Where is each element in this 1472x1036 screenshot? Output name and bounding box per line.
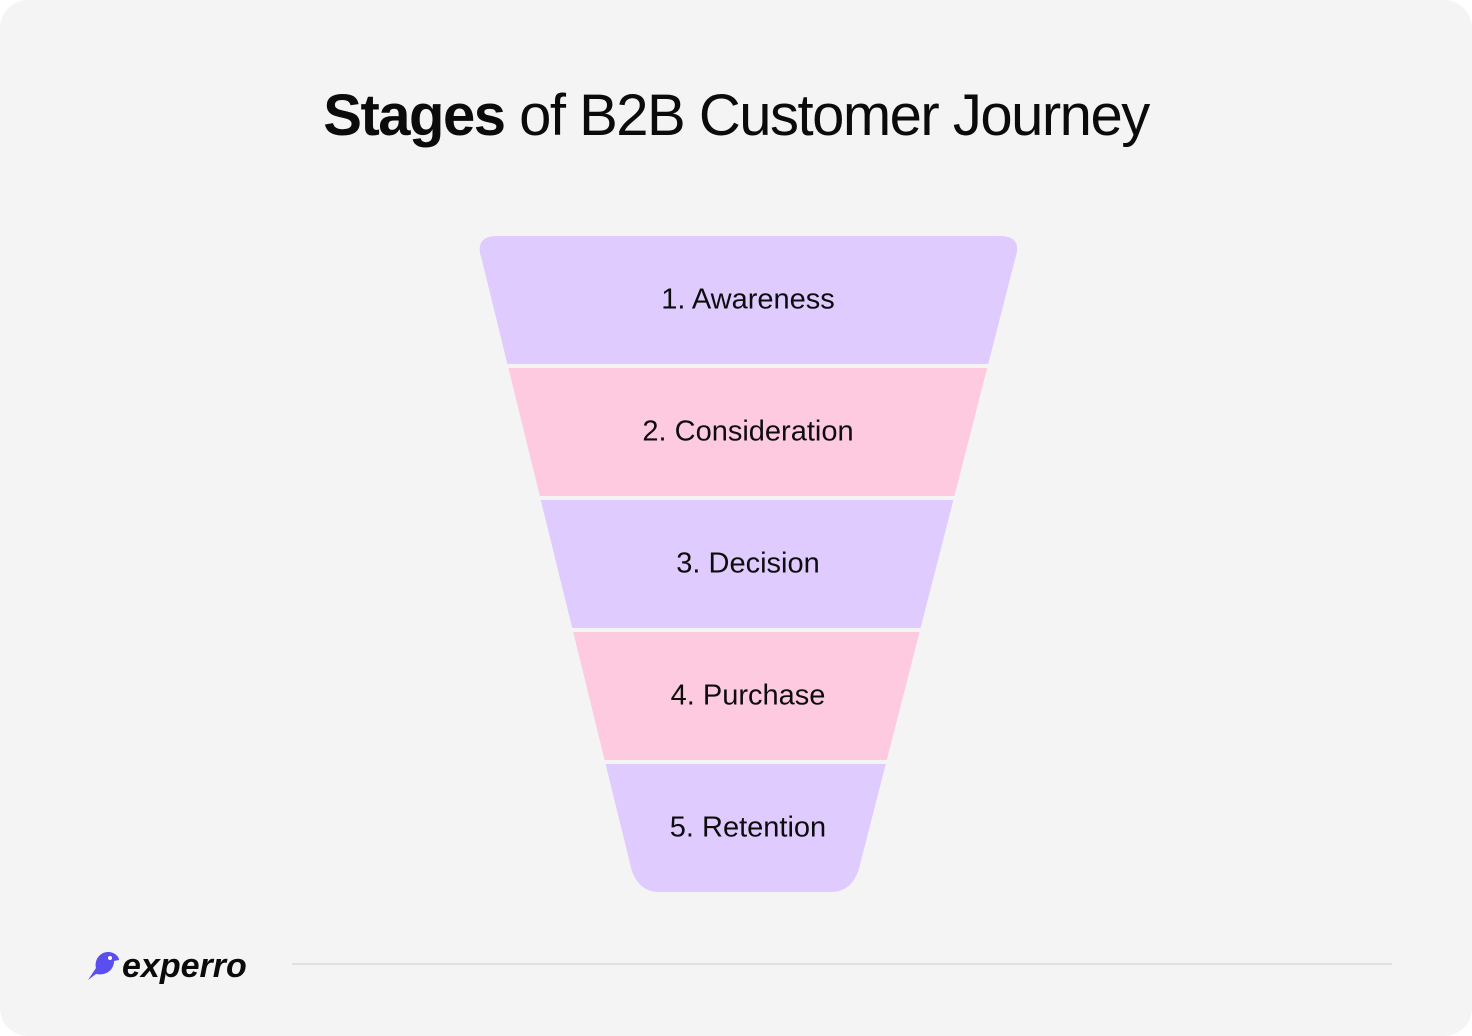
funnel-stage-label: 3. Decision bbox=[676, 548, 819, 580]
funnel-stage-label: 5. Retention bbox=[670, 812, 826, 844]
funnel-stage-label: 4. Purchase bbox=[671, 680, 826, 712]
funnel-stage-2 bbox=[508, 368, 988, 496]
funnel-stage-1 bbox=[479, 236, 1018, 364]
title-rest: of B2B Customer Journey bbox=[504, 83, 1150, 148]
funnel-stage-label: 1. Awareness bbox=[661, 284, 835, 316]
brand-name: experro bbox=[122, 946, 247, 985]
page-title: Stages of B2B Customer Journey bbox=[0, 82, 1472, 149]
brand-logo: experro bbox=[86, 942, 247, 990]
footer-divider bbox=[292, 963, 1392, 965]
bird-icon bbox=[88, 952, 119, 980]
funnel-stage-label: 2. Consideration bbox=[642, 416, 853, 448]
funnel-stage-5 bbox=[605, 764, 886, 892]
title-bold: Stages bbox=[323, 83, 506, 148]
funnel-stage-4 bbox=[573, 632, 920, 760]
funnel-stage-3 bbox=[540, 500, 954, 628]
